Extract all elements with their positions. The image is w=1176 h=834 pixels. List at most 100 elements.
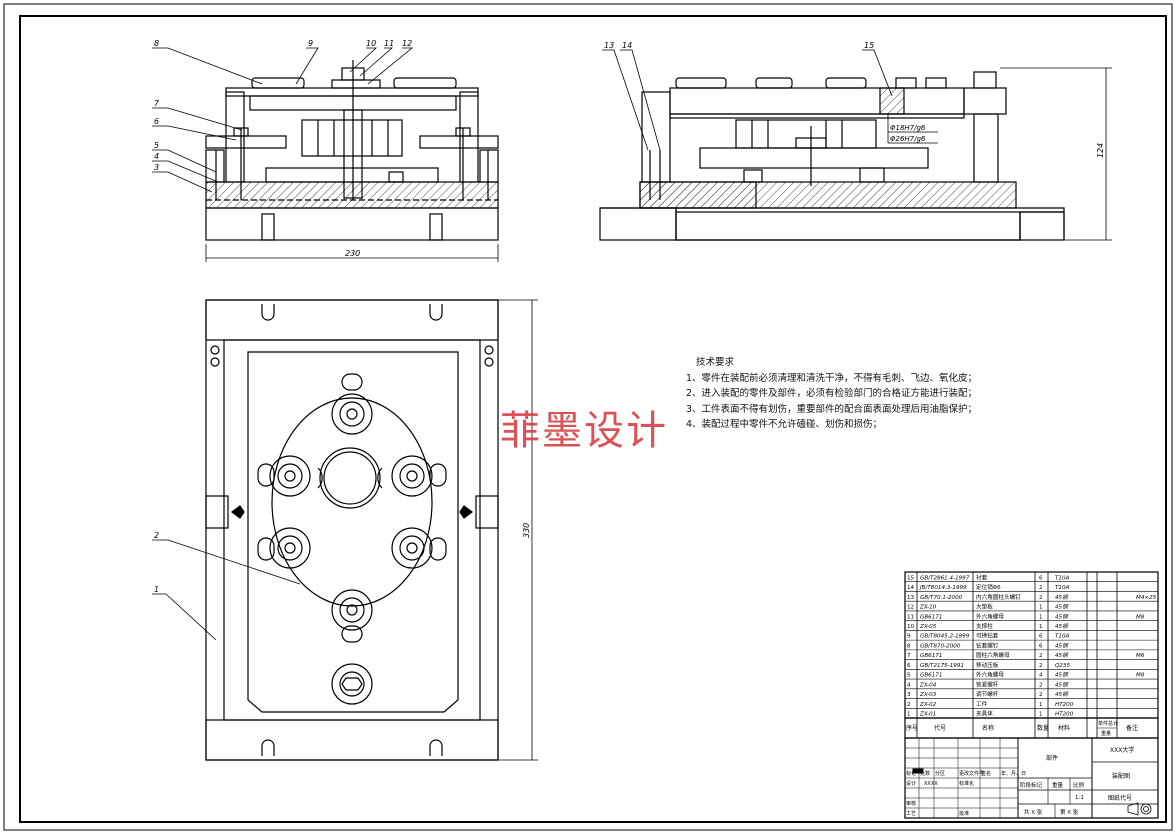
bom-cell-name: 锁紧螺杆 bbox=[976, 680, 999, 688]
bom-cell-qty: 1 bbox=[1039, 712, 1043, 718]
bom-cell-qty: 2 bbox=[1039, 663, 1043, 669]
bom-cell-code: GB/T70.1-2000 bbox=[920, 595, 963, 601]
bom-cell-code: ZX-10 bbox=[919, 605, 937, 611]
design-name: XXXX bbox=[924, 781, 938, 787]
bom-cell-qty: 2 bbox=[1039, 682, 1043, 688]
svg-text:12: 12 bbox=[402, 39, 412, 48]
bom-cell-no: 6 bbox=[907, 663, 911, 669]
bom-cell-name: 调节螺杆 bbox=[976, 690, 999, 698]
svg-text:11: 11 bbox=[384, 39, 394, 48]
svg-text:2: 2 bbox=[154, 531, 159, 540]
svg-text:5: 5 bbox=[154, 141, 159, 150]
bom-cell-mat: T10A bbox=[1055, 634, 1070, 640]
bom-header: 序号 代号 名称 数量 材料 单件 总计 重量 备注 bbox=[906, 720, 1138, 737]
bom-cell-name: 大垫板 bbox=[976, 603, 993, 611]
bom-cell-mat: 45钢 bbox=[1055, 681, 1069, 688]
bom-cell-no: 14 bbox=[907, 585, 915, 591]
bom-cell-name: 夹具体 bbox=[976, 710, 993, 718]
bom-header-mat: 材料 bbox=[1058, 724, 1070, 732]
bom-cell-mat: 45钢 bbox=[1055, 691, 1069, 698]
bom-cell-code: GB/T8045.2-1999 bbox=[920, 634, 970, 640]
bom-cell-name: 外六角螺母 bbox=[976, 612, 1004, 620]
scale-value: 1:1 bbox=[1075, 795, 1084, 801]
bom-cell-name: 支撑柱 bbox=[976, 622, 993, 630]
bom-cell-no: 13 bbox=[907, 595, 915, 601]
bom-cell-code: ZX-02 bbox=[919, 702, 937, 708]
plan-slots bbox=[261, 304, 443, 756]
bom-cell-name: 移动压板 bbox=[976, 661, 999, 669]
bom-cell-name: 定位销Φ6 bbox=[976, 583, 1001, 591]
approve-label: 批准 bbox=[959, 810, 969, 817]
tech-req-item: 4、装配过程中零件不允许磕碰、划伤和损伤； bbox=[686, 419, 883, 430]
technical-requirements: 技术要求 1、零件在装配前必须清理和清洗干净，不得有毛刺、飞边、氧化皮； 2、进… bbox=[686, 355, 977, 433]
svg-text:6: 6 bbox=[154, 117, 159, 126]
front-view bbox=[205, 60, 499, 241]
school-name: XXX大学 bbox=[1110, 746, 1134, 754]
bom-cell-qty: 2 bbox=[1039, 692, 1043, 698]
fit-dim-2: Φ26H7/g6 bbox=[890, 135, 926, 143]
bom-cell-no: 5 bbox=[907, 673, 911, 679]
bom-cell-code: GB/T2175-1991 bbox=[920, 663, 964, 669]
front-callout-leaders bbox=[152, 47, 414, 193]
bom-cell-mat: Q235 bbox=[1055, 663, 1071, 669]
svg-text:1: 1 bbox=[154, 585, 159, 594]
drawing-name: 装配图 bbox=[1112, 772, 1130, 780]
watermark: 菲墨设计 bbox=[500, 408, 668, 454]
bom-cell-code: ZX-01 bbox=[919, 712, 936, 718]
standardize-label: 标准化 bbox=[959, 780, 974, 787]
design-label: 设计 bbox=[906, 780, 916, 787]
bom-cell-name: 圆柱六角螺母 bbox=[976, 651, 1010, 659]
rev-zone: 分区 bbox=[935, 770, 945, 777]
bom-cell-mat: 45钢 bbox=[1055, 604, 1069, 611]
bom-cell-qty: 1 bbox=[1039, 605, 1043, 611]
bom-cell-mat: 45钢 bbox=[1055, 613, 1069, 620]
bom-cell-code: ZX-03 bbox=[919, 692, 937, 698]
bom-header-name: 名称 bbox=[982, 724, 994, 732]
plan-screw-heads bbox=[257, 373, 447, 643]
weight-label: 重量 bbox=[1052, 781, 1064, 789]
side-view-dimension bbox=[887, 67, 1112, 241]
svg-text:14: 14 bbox=[622, 41, 632, 50]
bom-header-note: 备注 bbox=[1126, 724, 1138, 732]
bom-cell-code: GB/T2861.4-1997 bbox=[920, 575, 970, 581]
bom-cell-code: ZX-04 bbox=[919, 682, 937, 688]
sheet-no: 第 X 张 bbox=[1060, 808, 1079, 816]
tech-req-item: 1、零件在装配前必须清理和清洗干净，不得有毛刺、飞边、氧化皮； bbox=[686, 372, 978, 384]
bom-cell-qty: 2 bbox=[1039, 595, 1043, 601]
tech-req-item: 3、工件表面不得有划伤，重要部件的配合面表面处理后用油脂保护； bbox=[686, 403, 978, 415]
bom-header-weight: 重量 bbox=[1101, 730, 1111, 737]
tech-req-title: 技术要求 bbox=[696, 357, 735, 368]
bom-row: 12 ZX-10 大垫板 1 45钢 bbox=[907, 603, 1069, 611]
bom-cell-qty: 1 bbox=[1039, 624, 1043, 630]
bom-cell-mat: 45钢 bbox=[1055, 652, 1069, 659]
bom-cell-no: 15 bbox=[907, 575, 915, 581]
bom-cell-qty: 4 bbox=[1039, 673, 1043, 679]
bom-cell-note: M8 bbox=[1136, 673, 1145, 679]
bom-cell-qty: 6 bbox=[1039, 575, 1043, 581]
plan-callout-leaders bbox=[152, 539, 301, 641]
scale-label: 比例 bbox=[1073, 781, 1085, 789]
bom-row: 6 GB/T2175-1991 移动压板 2 Q235 bbox=[907, 661, 1071, 669]
stage-mark: 阶段标记 bbox=[1020, 781, 1043, 789]
process-label: 工艺 bbox=[906, 811, 916, 817]
svg-text:15: 15 bbox=[864, 41, 874, 50]
bom-cell-no: 2 bbox=[907, 702, 911, 708]
svg-text:7: 7 bbox=[154, 99, 160, 108]
bom-cell-no: 4 bbox=[907, 682, 911, 688]
front-callouts: 8 9 10 11 12 7 6 5 4 3 bbox=[154, 39, 412, 172]
review-label: 审核 bbox=[906, 800, 916, 807]
bom-cell-qty: 2 bbox=[1039, 653, 1043, 659]
bom-cell-name: 衬套 bbox=[976, 573, 988, 581]
bom-cell-no: 12 bbox=[907, 605, 914, 611]
plan-bushings bbox=[269, 393, 433, 705]
svg-text:13: 13 bbox=[604, 41, 614, 50]
